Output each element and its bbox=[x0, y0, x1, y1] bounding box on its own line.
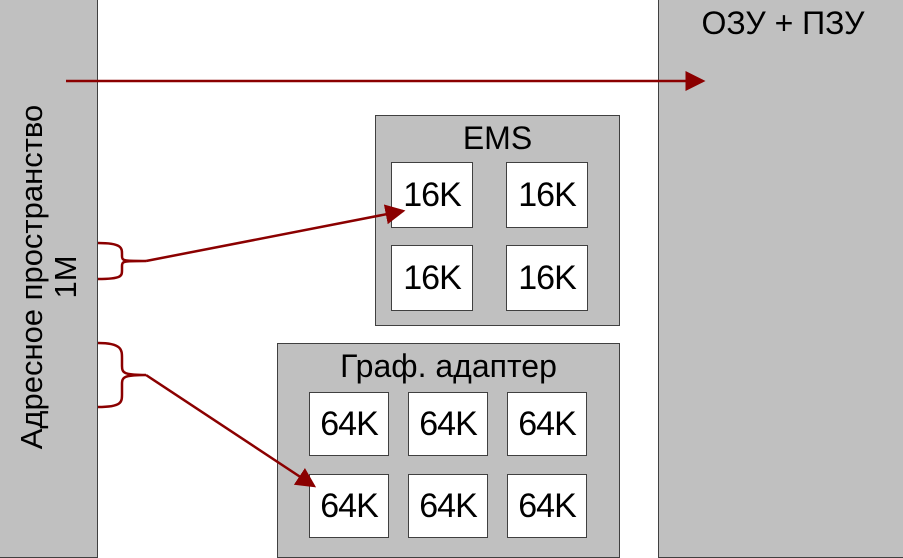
ems-title: EMS bbox=[462, 120, 533, 156]
ems-page: 16K bbox=[506, 245, 588, 311]
address-space-bar bbox=[0, 0, 98, 558]
graphics-page: 64K bbox=[507, 392, 587, 456]
ems-block: EMS 16K 16K 16K 16K bbox=[375, 115, 620, 326]
arrow-to-ems bbox=[145, 204, 406, 263]
arrow-to-graphics-adapter bbox=[145, 373, 317, 488]
ems-page: 16K bbox=[506, 162, 588, 228]
graphics-page: 64K bbox=[309, 392, 389, 456]
graphics-window-brace bbox=[97, 341, 147, 409]
graphics-adapter-block: Граф. адаптер 64K 64K 64K 64K 64K 64K bbox=[277, 343, 620, 558]
graphics-page: 64K bbox=[507, 474, 587, 538]
graphics-page: 64K bbox=[408, 474, 488, 538]
ram-rom-block: ОЗУ + ПЗУ bbox=[658, 0, 903, 558]
ram-rom-title: ОЗУ + ПЗУ bbox=[701, 5, 865, 41]
ems-page: 16K bbox=[391, 245, 473, 311]
graphics-page: 64K bbox=[309, 474, 389, 538]
ems-window-brace bbox=[97, 241, 147, 281]
graphics-page: 64K bbox=[408, 392, 488, 456]
graphics-adapter-title: Граф. адаптер bbox=[340, 348, 557, 384]
ems-page: 16K bbox=[391, 162, 473, 228]
